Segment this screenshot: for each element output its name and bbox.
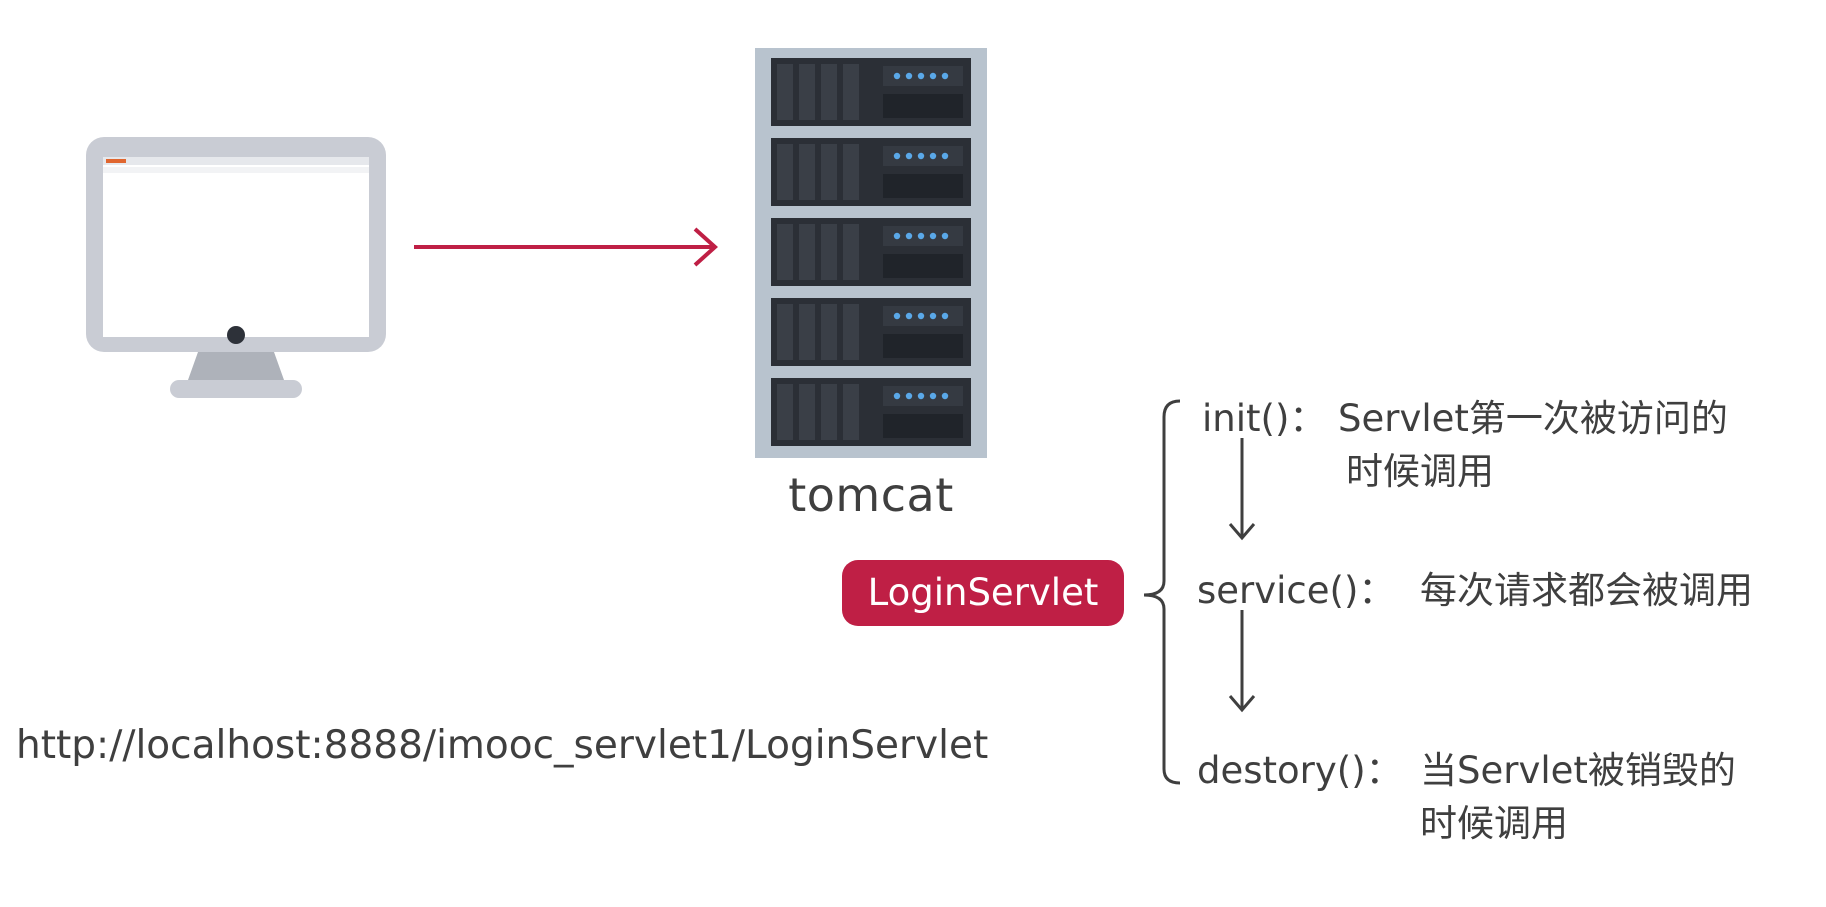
destory-method-name: destory() xyxy=(1197,749,1366,792)
request-url: http://localhost:8888/imooc_servlet1/Log… xyxy=(16,723,989,768)
init-separator: ： xyxy=(1289,397,1327,440)
servlet-badge: LoginServlet xyxy=(842,560,1124,626)
service-separator: ： xyxy=(1358,569,1396,612)
init-to-service-arrow xyxy=(1222,438,1262,544)
service-method: service()： xyxy=(1197,560,1395,614)
destory-desc-line1: 当Servlet被销毁的 xyxy=(1420,749,1736,792)
init-desc-line2: 时候调用 xyxy=(1346,450,1494,493)
init-method-name: init() xyxy=(1202,397,1290,440)
service-method-name: service() xyxy=(1197,569,1359,612)
destory-separator: ： xyxy=(1365,749,1403,792)
destory-method: destory()： xyxy=(1197,740,1403,794)
lifecycle-bracket xyxy=(1140,395,1220,785)
destory-desc-line2: 时候调用 xyxy=(1420,802,1568,845)
server-rack-icon xyxy=(755,48,987,458)
service-to-destory-arrow xyxy=(1222,610,1262,716)
client-computer-icon xyxy=(86,137,386,401)
request-arrow xyxy=(410,225,725,269)
init-desc-line1: Servlet第一次被访问的 xyxy=(1338,397,1728,440)
service-desc: 每次请求都会被调用 xyxy=(1420,569,1753,612)
server-label: tomcat xyxy=(788,468,954,522)
init-method: init()： xyxy=(1202,388,1326,442)
